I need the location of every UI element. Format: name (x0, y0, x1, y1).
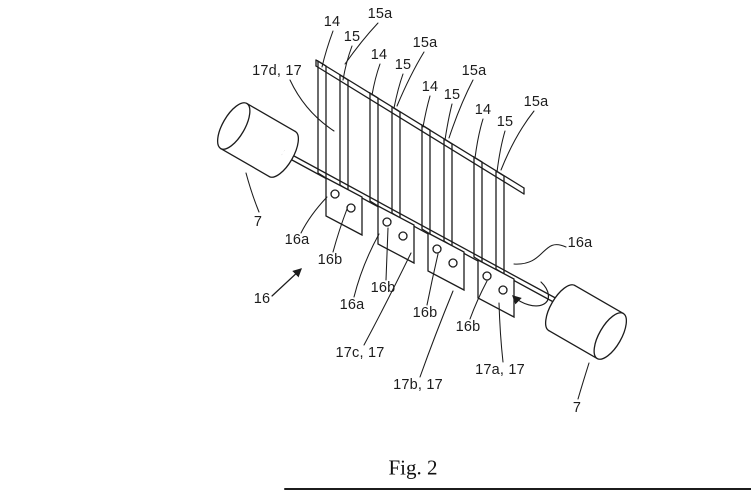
ref-label-15a-3: 15a (461, 63, 487, 79)
leader-line (496, 130, 506, 173)
leader-line (513, 244, 567, 265)
rotation-arrow (512, 281, 550, 307)
leader-line (342, 45, 353, 81)
ref-label-16b-2: 16b (370, 280, 396, 296)
leader-line (371, 63, 381, 96)
hole (346, 203, 356, 213)
leader-line (363, 252, 412, 346)
ref-label-16b-4: 16b (455, 319, 481, 335)
hole (330, 189, 340, 199)
hole (398, 231, 408, 241)
hole (382, 217, 392, 227)
leader-line (444, 103, 453, 141)
leader-line (300, 196, 328, 234)
ref-label-14-3: 14 (421, 79, 439, 95)
plate-array (325, 176, 515, 319)
left-roller (216, 102, 300, 178)
vane (495, 169, 505, 276)
ref-label-16b-1: 16b (317, 252, 343, 268)
ref-label-16a-3: 16a (567, 235, 593, 251)
ref-label-15-1: 15 (343, 29, 361, 45)
ref-label-15-3: 15 (443, 87, 461, 103)
ref-label-17d-17: 17d, 17 (252, 63, 302, 79)
ref-label-7-right: 7 (572, 400, 582, 416)
figure-caption: Fig. 2 (388, 455, 438, 480)
vane (369, 91, 379, 208)
ref-label-17a-17: 17a, 17 (475, 362, 525, 378)
leader-line (498, 302, 504, 363)
ref-label-15-4: 15 (496, 114, 514, 130)
top-rail (315, 59, 525, 195)
vane (339, 73, 349, 192)
leader-line (321, 30, 334, 68)
hole (448, 258, 458, 268)
ref-label-16a-2: 16a (339, 297, 365, 313)
ref-label-14-2: 14 (370, 47, 388, 63)
leader-line (448, 79, 474, 139)
ref-label-15-2: 15 (394, 57, 412, 73)
leader-line (500, 110, 535, 171)
leader-line (426, 253, 439, 306)
hole (498, 285, 508, 295)
vane (473, 155, 483, 264)
vane (391, 105, 401, 220)
leader-line (385, 227, 389, 281)
ref-label-15a-4: 15a (523, 94, 549, 110)
hole (482, 271, 492, 281)
ref-label-14-4: 14 (474, 102, 492, 118)
leader-line (393, 73, 404, 109)
direction-arrow (271, 268, 302, 297)
leader-line (396, 51, 425, 107)
ref-label-16: 16 (253, 291, 271, 307)
leader-line (422, 95, 431, 128)
ref-label-7-left: 7 (253, 214, 263, 230)
leader-line (474, 118, 484, 159)
ref-label-17b-17: 17b, 17 (393, 377, 443, 393)
ref-label-15a-1: 15a (367, 6, 393, 22)
leader-line (577, 362, 590, 400)
leader-line (469, 280, 488, 320)
leader-line (353, 233, 380, 298)
leader-line (245, 172, 260, 213)
leader-line (289, 79, 335, 132)
vane (443, 137, 453, 248)
vane (421, 123, 431, 236)
ref-label-15a-2: 15a (412, 35, 438, 51)
ref-label-16b-3: 16b (412, 305, 438, 321)
hole (432, 244, 442, 254)
ref-label-16a-1: 16a (284, 232, 310, 248)
leader-line (419, 290, 454, 378)
ref-label-17c-17: 17c, 17 (335, 345, 385, 361)
right-roller (544, 284, 628, 360)
ref-label-14-1: 14 (323, 14, 341, 30)
leader-lines (245, 22, 590, 400)
leader-line (332, 208, 348, 253)
